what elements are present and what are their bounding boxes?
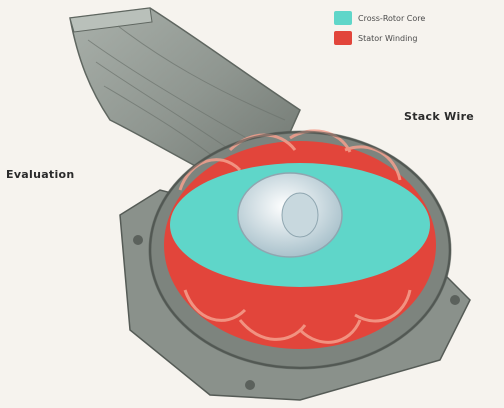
legend-item-cyan: Cross-Rotor Core xyxy=(334,8,484,28)
hub-center xyxy=(282,193,318,237)
label-stack-wire: Stack Wire xyxy=(404,110,474,123)
legend-label: Cross-Rotor Core xyxy=(358,14,425,23)
label-evaluation: Evaluation xyxy=(6,168,75,181)
legend-item-red: Stator Winding xyxy=(334,28,484,48)
legend-label: Stator Winding xyxy=(358,34,417,43)
legend: Cross-Rotor Core Stator Winding xyxy=(334,8,484,48)
red-swatch xyxy=(334,31,352,45)
cyan-swatch xyxy=(334,11,352,25)
